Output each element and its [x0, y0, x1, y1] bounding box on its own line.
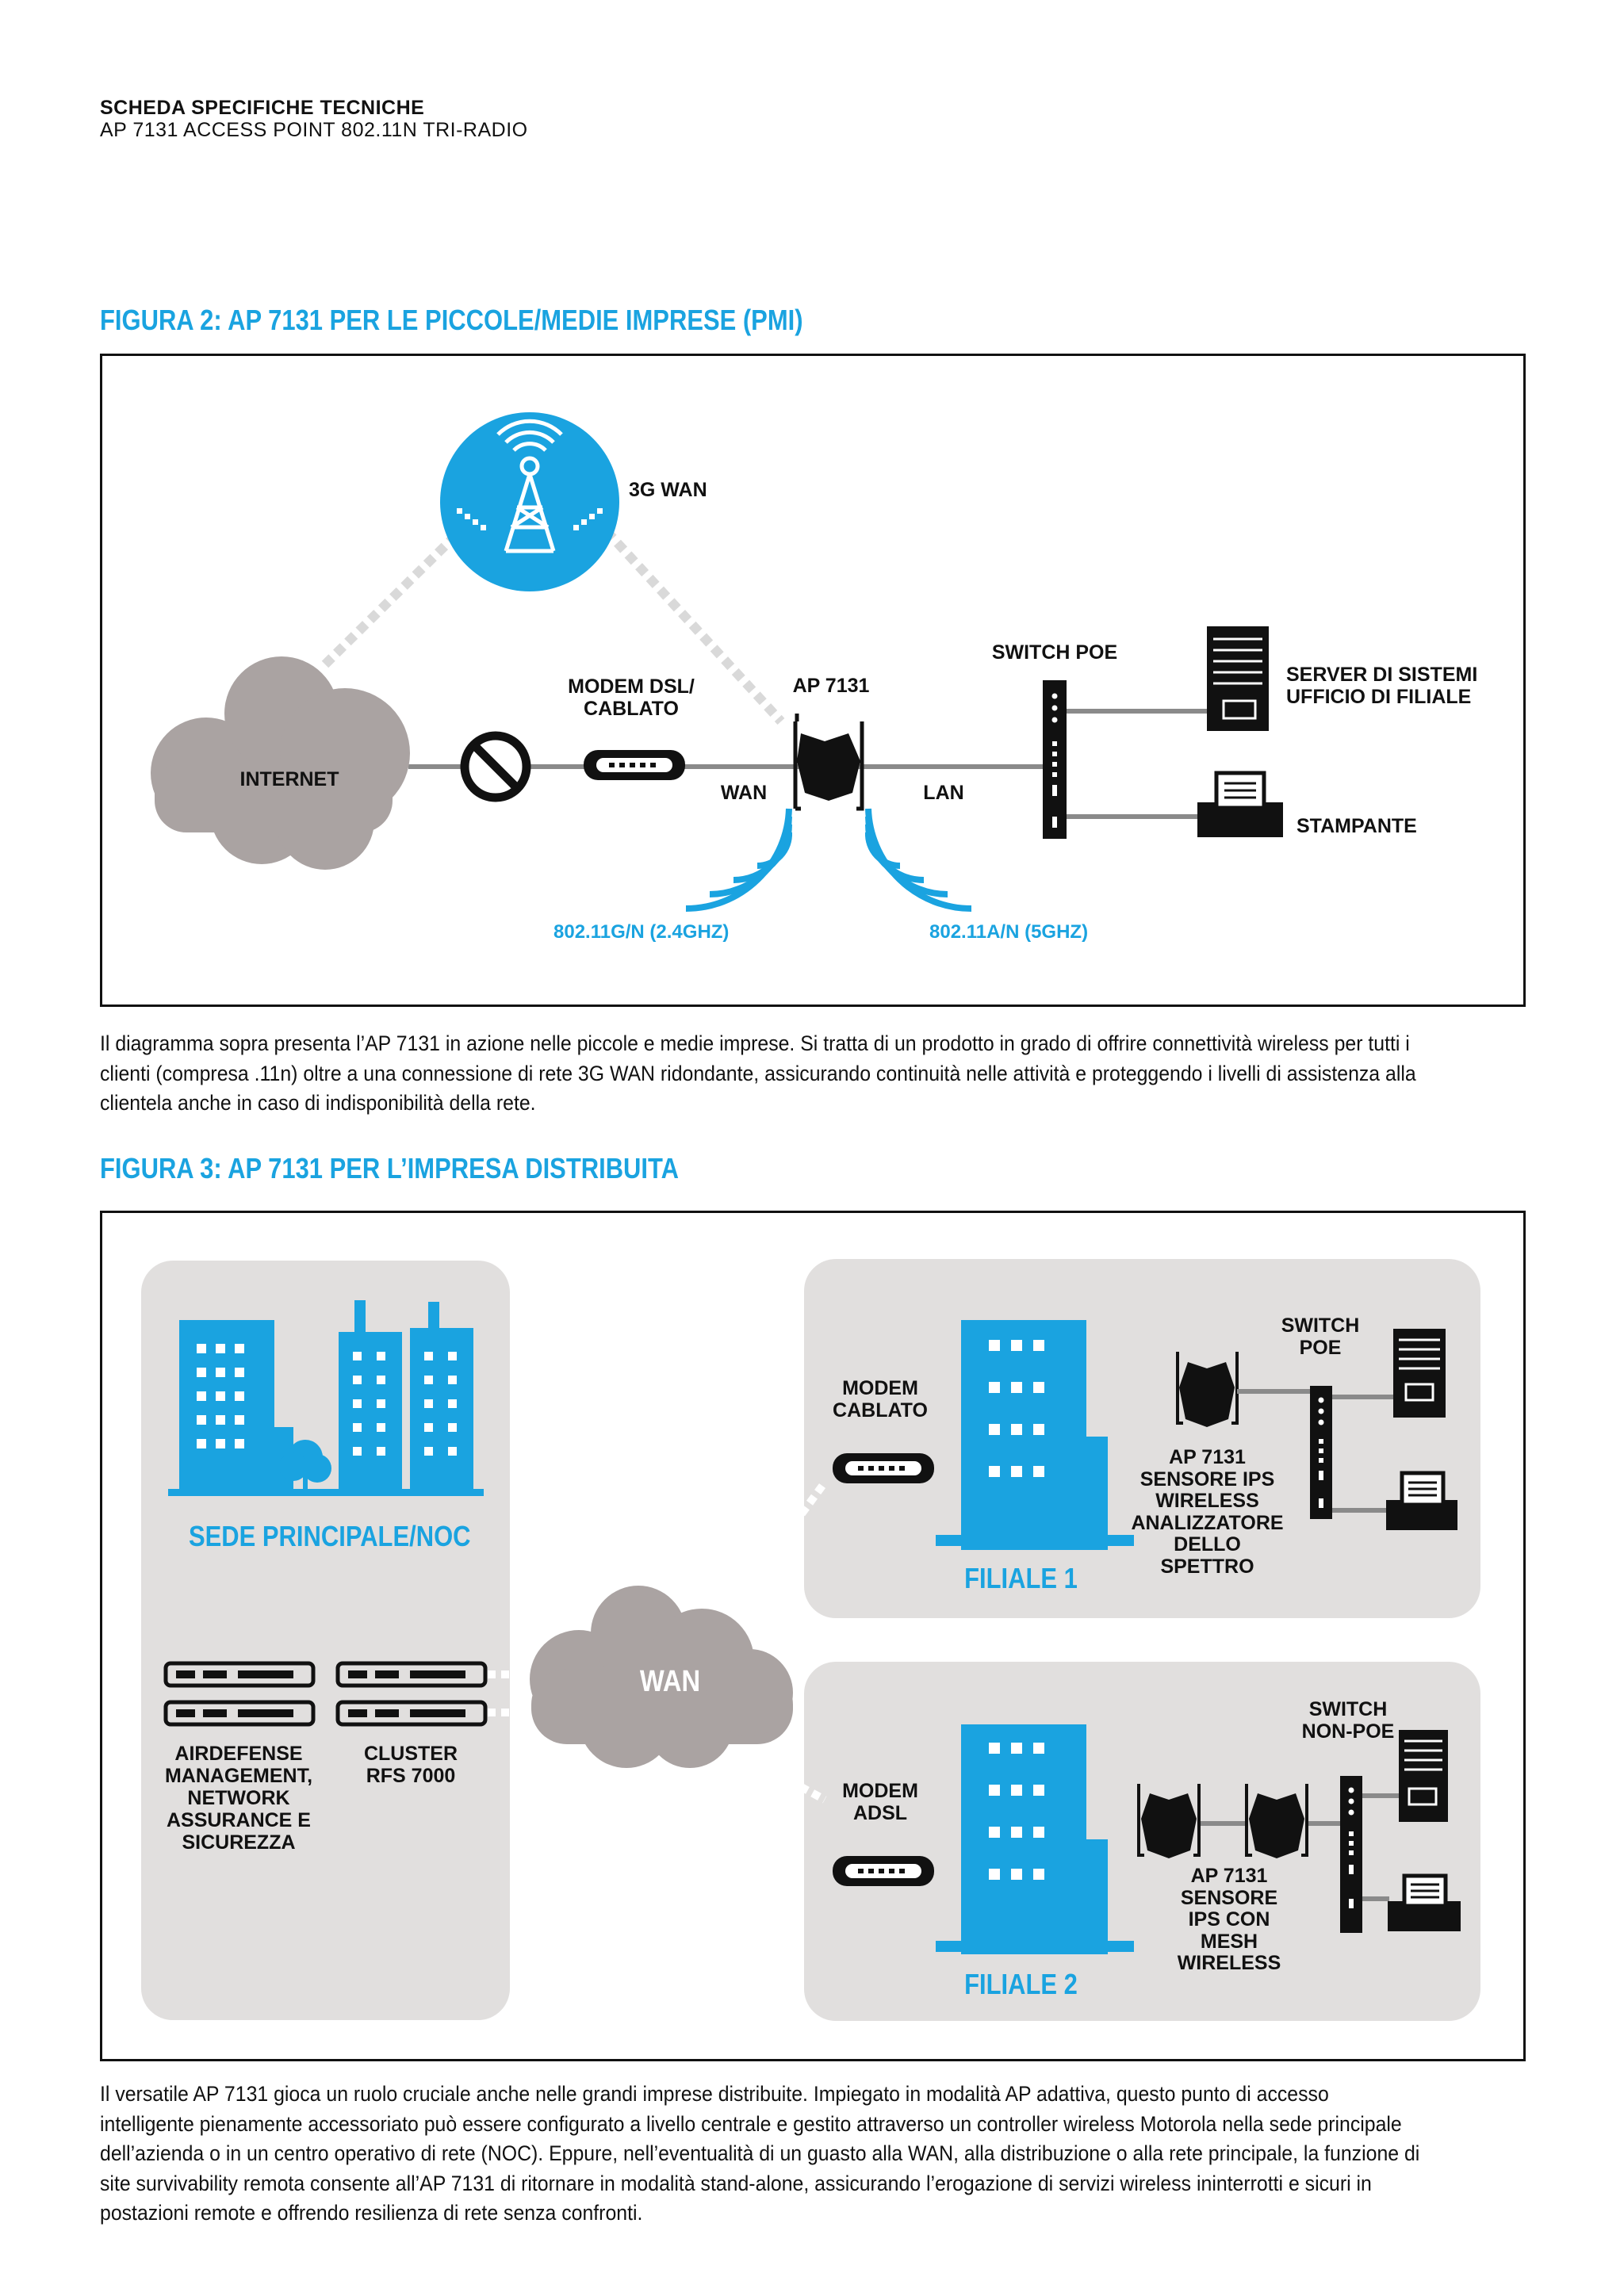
label-wan-cloud: WAN [639, 1665, 701, 1698]
figure2-title: FIGURA 2: AP 7131 PER LE PICCOLE/MEDIE I… [100, 304, 803, 336]
hq-title: SEDE PRINCIPALE/NOC [189, 1520, 471, 1552]
figure3-title: FIGURA 3: AP 7131 PER L’IMPRESA DISTRIBU… [100, 1152, 679, 1184]
label-3g-wan: 3G WAN [629, 479, 707, 501]
label-modem: MODEM DSL/ CABLATO [568, 675, 695, 720]
label-lan: LAN [923, 782, 964, 804]
label-switch-poe: SWITCH POE [991, 641, 1118, 664]
branch2-title: FILIALE 2 [964, 1968, 1078, 2000]
label-server: SERVER DI SISTEMI UFFICIO DI FILIALE [1286, 664, 1478, 708]
label-radio-24ghz: 802.11G/N (2.4GHZ) [553, 921, 730, 943]
figure3-description: Il versatile AP 7131 gioca un ruolo cruc… [100, 2082, 1420, 2225]
label-airdefense: AIRDEFENSE MANAGEMENT, NETWORK ASSURANCE… [164, 1743, 313, 1854]
label-wan: WAN [720, 782, 768, 804]
figure3-frame [100, 1211, 1526, 2061]
doc-type-header: SCHEDA SPECIFICHE TECNICHE [100, 97, 425, 119]
label-radio-5ghz: 802.11A/N (5GHZ) [929, 921, 1089, 943]
figure2-frame [100, 354, 1526, 1007]
branch1-label-modem: MODEM CABLATO [833, 1377, 928, 1422]
branch1-title: FILIALE 1 [964, 1562, 1078, 1594]
branch1-label-ap: AP 7131 SENSORE IPS WIRELESS ANALIZZATOR… [1131, 1446, 1284, 1578]
branch2-label-modem: MODEM ADSL [842, 1780, 918, 1824]
label-internet: INTERNET [239, 768, 339, 790]
label-cluster: CLUSTER RFS 7000 [363, 1743, 458, 1787]
branch1-label-switch: SWITCH POE [1281, 1314, 1360, 1359]
label-ap: AP 7131 [792, 675, 870, 697]
label-printer: STAMPANTE [1297, 815, 1417, 837]
branch2-label-ap: AP 7131 SENSORE IPS CON MESH WIRELESS [1177, 1865, 1281, 1974]
branch2-label-switch: SWITCH NON-POE [1301, 1698, 1395, 1743]
figure2-description: Il diagramma sopra presenta l’AP 7131 in… [100, 1031, 1416, 1115]
product-header: AP 7131 ACCESS POINT 802.11N TRI-RADIO [100, 119, 528, 141]
